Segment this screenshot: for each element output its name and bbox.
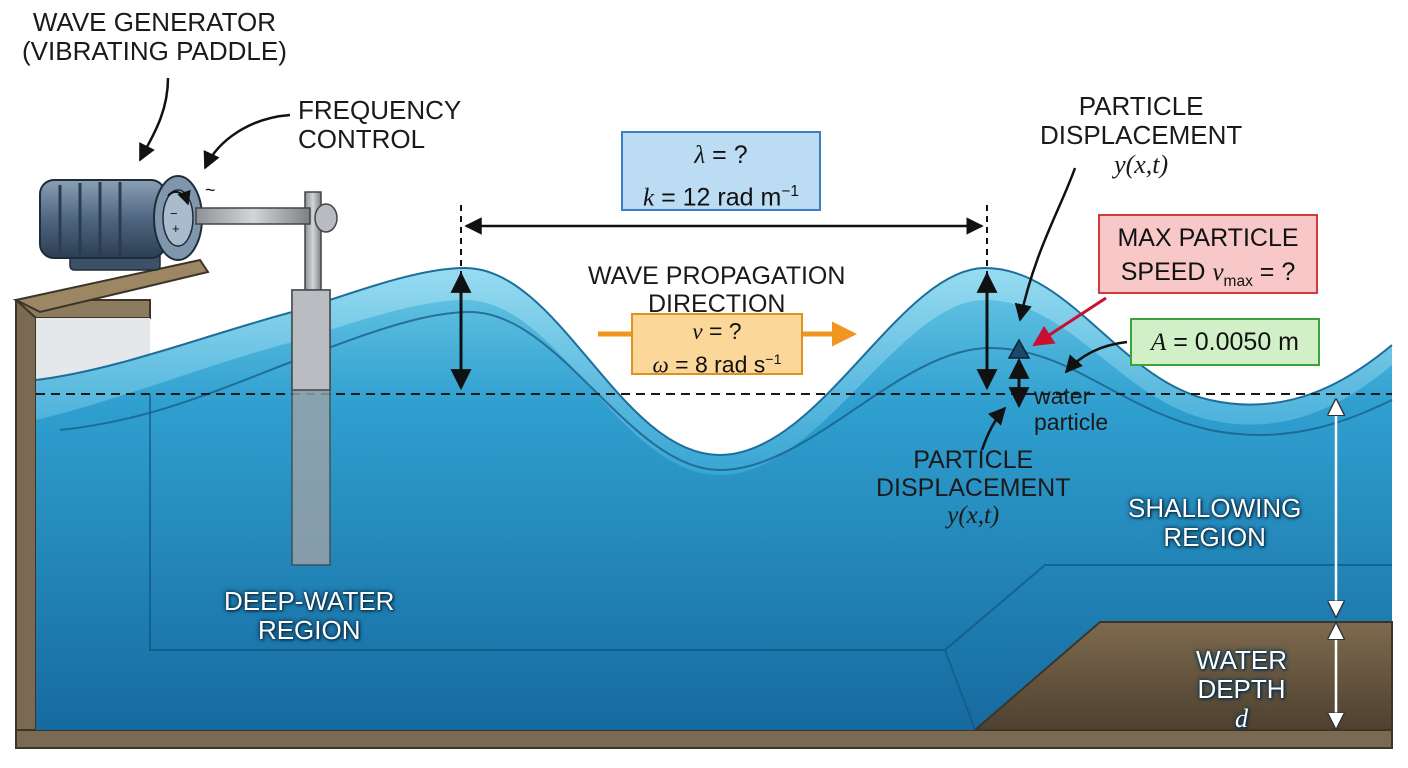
deep-water-region-label: DEEP-WATER REGION	[224, 586, 395, 646]
motor-minus-sign: −	[170, 206, 178, 221]
particle-displacement-bottom-label: PARTICLE DISPLACEMENT y(x,t)	[876, 446, 1071, 529]
vmax-subscript: max	[1223, 273, 1253, 290]
lambda-symbol: λ	[694, 142, 706, 169]
wave-generator-pointer	[138, 77, 170, 162]
velocity-value: = ?	[702, 318, 742, 344]
omega-exponent: −1	[765, 352, 782, 368]
amplitude-pointer	[1064, 340, 1128, 374]
velocity-box: v = ? ω = 8 rad s−1	[631, 313, 803, 378]
amplitude-box: A = 0.0050 m	[1130, 318, 1320, 366]
wavenumber-value: = 12 rad m	[654, 183, 782, 212]
max-speed-box: MAX PARTICLE SPEED vmax = ?	[1098, 214, 1318, 294]
particle-displacement-top-pointer	[1014, 167, 1077, 322]
seabed-slope	[972, 621, 1393, 731]
max-speed-title: MAX PARTICLE	[1117, 224, 1299, 252]
frequency-control-pointer	[203, 113, 291, 170]
frequency-control-label: FREQUENCY CONTROL	[298, 95, 462, 155]
wave-crest-highlight	[36, 268, 1392, 475]
wavenumber-symbol: k	[643, 184, 655, 212]
wave-generator-label: WAVE GENERATOR (VIBRATING PADDLE)	[22, 7, 287, 67]
wavelength-box: λ = ? k = 12 rad m−1	[621, 131, 821, 211]
vmax-value: = ?	[1252, 258, 1296, 286]
motor-platform	[13, 258, 210, 314]
omega-symbol: ω	[652, 352, 669, 378]
propagation-label: WAVE PROPAGATION DIRECTION	[588, 262, 846, 318]
motor-plus-sign: +	[172, 221, 180, 236]
max-speed-pointer	[1032, 296, 1107, 347]
shallowing-region-label: SHALLOWING REGION	[1128, 493, 1302, 553]
motor	[39, 175, 311, 271]
wavelength-value: = ?	[705, 141, 748, 169]
velocity-symbol: v	[692, 319, 703, 344]
water-depth-label: WATER DEPTH d	[1196, 645, 1287, 734]
omega-value: = 8 rad s	[668, 351, 766, 378]
vmax-symbol: v	[1212, 259, 1224, 286]
particle-displacement-top-label: PARTICLE DISPLACEMENT y(x,t)	[1040, 91, 1243, 180]
amplitude-value: = 0.0050 m	[1166, 328, 1299, 356]
motor-ac-symbol: ~	[205, 180, 216, 200]
paddle	[291, 191, 338, 566]
wavenumber-exponent: −1	[781, 183, 799, 200]
particle-displacement-bottom-pointer	[980, 406, 1007, 451]
speed-word: SPEED	[1120, 258, 1213, 286]
amplitude-symbol: A	[1150, 329, 1167, 356]
water-particle-label: water particle	[1034, 383, 1109, 435]
water-body	[36, 268, 1392, 730]
